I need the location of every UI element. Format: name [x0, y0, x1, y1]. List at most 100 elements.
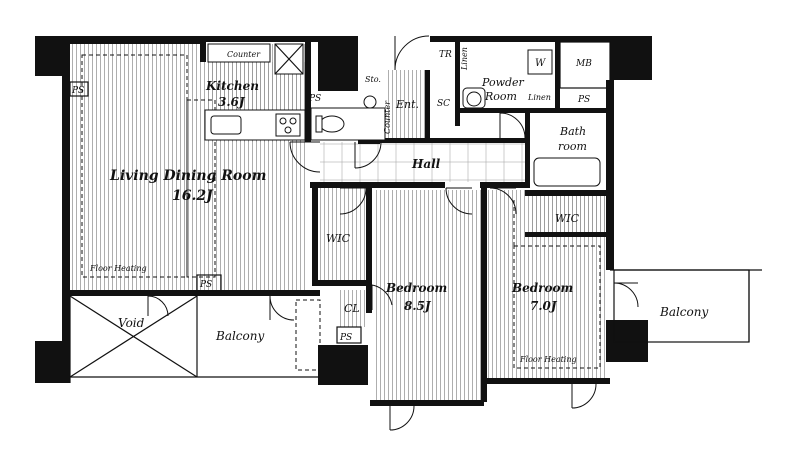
closet-label: CL — [344, 302, 360, 315]
wall-top-left — [70, 36, 205, 44]
wall-top-right — [430, 36, 610, 42]
burner-icon — [279, 117, 287, 125]
wall-left-lower-column — [35, 341, 70, 383]
bath-label-1: Bath — [559, 125, 586, 138]
door-powder[interactable] — [499, 112, 526, 139]
washer-label: W — [535, 58, 546, 69]
balcony1-label: Balcony — [215, 329, 264, 343]
door-living[interactable] — [289, 141, 321, 173]
linen2-label: Linen — [527, 93, 551, 102]
void-label: Void — [118, 316, 145, 330]
burner-icon — [289, 117, 297, 125]
door-bedroom1-window[interactable] — [389, 405, 415, 431]
ps-box — [196, 274, 222, 292]
ps-box — [336, 326, 362, 344]
wall-powder-bottom — [460, 108, 610, 113]
ps-label-bath: PS — [577, 95, 590, 105]
wall-hall-top — [375, 138, 525, 143]
counter-kitchen-label: Counter — [227, 50, 261, 59]
door-void-window[interactable] — [147, 295, 169, 317]
ps-box — [69, 81, 89, 97]
balcony1-storage — [295, 299, 321, 371]
wall-top-column-mid — [318, 36, 358, 91]
wall-bed1-left — [366, 188, 372, 313]
kitchen-sink-icon — [210, 115, 242, 135]
wall-bath-left — [525, 112, 530, 188]
door-wic1[interactable] — [339, 187, 367, 215]
bedroom1-size: 8.5J — [404, 299, 432, 313]
floor-heating-bedroom2-label: Floor Heating — [519, 355, 577, 364]
wic2-label: WIC — [555, 212, 580, 225]
living-room-size: 16.2J — [172, 188, 214, 204]
door-bedroom2-window[interactable] — [571, 383, 597, 409]
floor-heating-living-label: Floor Heating — [89, 264, 147, 273]
living-room-name: Living Dining Room — [109, 168, 266, 184]
wall-bed1-bottom — [370, 400, 484, 406]
entrance-floor — [385, 70, 425, 142]
floor-heating-living — [81, 54, 188, 278]
wall-wic1-left — [312, 182, 318, 284]
door-entrance[interactable] — [394, 35, 430, 71]
floor-heating-living-ext — [186, 99, 216, 278]
wic1-label: WIC — [326, 232, 351, 245]
bedroom2-size: 7.0J — [530, 299, 558, 313]
balcony2-label: Balcony — [659, 305, 708, 319]
wall-kitchen-right — [305, 42, 311, 142]
wall-right-column — [606, 320, 648, 362]
wall-kitchen-left — [200, 42, 206, 62]
wall-bath-bottom — [525, 190, 610, 196]
wall-bed2-bottom — [484, 378, 610, 384]
wall-top-right-column — [610, 36, 652, 80]
toilet-icon — [319, 115, 345, 133]
wall-hall-bottom-right — [480, 182, 530, 188]
wall-powder-right — [555, 42, 560, 112]
void-cross-2 — [69, 295, 198, 378]
bedroom1-name: Bedroom — [385, 281, 447, 295]
kitchen-name: Kitchen — [205, 79, 259, 93]
counter-entrance-label: Counter — [383, 100, 392, 134]
door-bedroom2[interactable] — [489, 187, 517, 215]
closet-floor — [340, 290, 366, 327]
wic2-floor — [530, 195, 610, 237]
bedroom1-floor — [373, 190, 483, 402]
toilet-sink-icon — [363, 95, 377, 109]
ps-label-closet: PS — [339, 333, 352, 343]
toilet-room — [310, 107, 386, 141]
wall-top-kitchen — [205, 36, 325, 42]
linen1-label: Linen — [460, 47, 469, 71]
floor-heating-bedroom2 — [513, 245, 601, 369]
powder-label-1: Powder — [481, 76, 525, 89]
counter-box — [207, 43, 271, 63]
fridge-cross — [274, 43, 304, 75]
wall-wic1-bottom — [312, 280, 372, 286]
wall-entrance-divider — [425, 70, 430, 138]
wall-living-bottom — [70, 290, 320, 296]
wall-left — [62, 76, 70, 341]
basin-drain-icon — [466, 91, 482, 107]
trunk-room-label: TR — [439, 50, 452, 60]
wall-wic2-bottom — [525, 232, 610, 237]
wall-top-left-column — [35, 36, 70, 76]
door-closet[interactable] — [371, 284, 393, 310]
wall-hall-bottom-left — [310, 182, 445, 188]
hall-floor — [320, 142, 525, 182]
kitchen-size: 3.6J — [218, 95, 246, 109]
meter-box-label: MB — [575, 59, 592, 69]
door-toilet[interactable] — [354, 141, 382, 169]
wall-entrance-bottom — [358, 138, 380, 144]
door-balcony1[interactable] — [269, 295, 295, 321]
wall-tr-divider — [455, 36, 460, 126]
ps-label-bottom: PS — [199, 280, 212, 290]
bedroom2-name: Bedroom — [511, 281, 573, 295]
washer-icon — [527, 49, 553, 75]
door-bedroom1[interactable] — [445, 187, 473, 215]
wall-mid-column — [318, 345, 368, 385]
door-balcony2[interactable] — [613, 282, 639, 308]
storage-label: Sto. — [365, 75, 381, 84]
bathtub-icon — [533, 157, 601, 187]
shoe-cabinet-label: SC — [437, 99, 450, 109]
ps-label-kitchen: PS — [308, 94, 321, 104]
wall-bed1-divider — [481, 182, 487, 402]
entrance-label: Ent. — [395, 98, 419, 111]
